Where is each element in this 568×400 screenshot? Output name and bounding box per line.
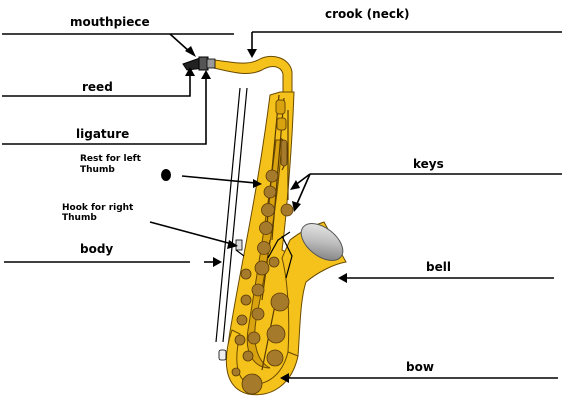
crook-neck-shape [213,56,293,93]
label-hook-right-thumb-line2: Thumb [62,213,97,223]
label-bow: bow [406,360,434,374]
saxophone-illustration [161,56,347,396]
label-rest-left-thumb-line1: Rest for left [80,154,142,164]
label-ligature: ligature [76,127,129,141]
label-bell: bell [426,260,451,274]
label-body: body [80,242,113,256]
label-reed: reed [82,80,113,94]
bell-mouth [300,223,344,261]
label-keys: keys [413,157,444,171]
thumb-rest-dot [161,169,171,181]
label-crook-neck: crook (neck) [325,7,409,21]
label-mouthpiece: mouthpiece [70,15,150,29]
label-hook-right-thumb-line1: Hook for right [62,203,134,213]
pointer-lines [2,31,562,383]
label-rest-left-thumb-line2: Thumb [80,165,115,175]
key-pads [231,169,294,395]
